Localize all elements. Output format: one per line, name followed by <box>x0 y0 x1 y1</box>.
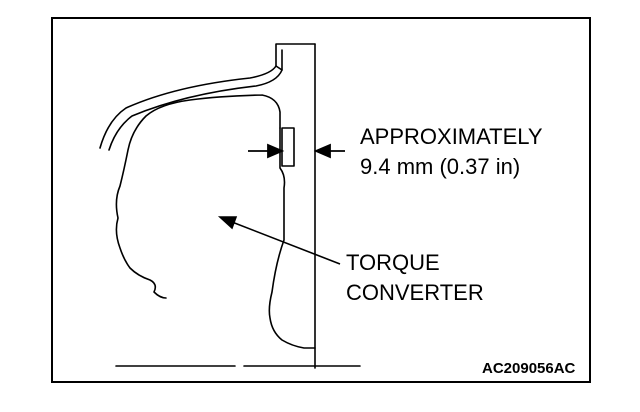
dimension-arrow-right-head <box>313 143 331 159</box>
figure-frame <box>51 17 591 383</box>
gap-label-title: APPROXIMATELY <box>360 124 543 149</box>
figure-code: AC209056AC <box>482 360 576 377</box>
part-label-line1: TORQUE <box>346 250 440 275</box>
converter-outline <box>115 94 281 299</box>
housing-inner-line <box>108 49 283 151</box>
leader-line <box>231 221 341 265</box>
housing-step <box>275 65 283 71</box>
housing-flange <box>99 43 316 149</box>
gap-label-value: 9.4 mm (0.37 in) <box>360 154 521 179</box>
leader-arrowhead <box>217 216 238 230</box>
part-label-line2: CONVERTER <box>346 280 484 305</box>
converter-right-edge <box>268 127 316 349</box>
converter-lug <box>281 127 295 167</box>
dimension-arrow-left-head <box>267 143 285 159</box>
